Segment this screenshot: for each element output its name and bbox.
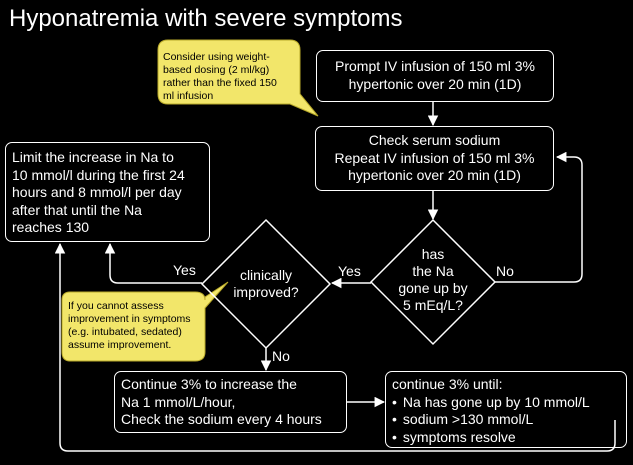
dosing-note-line: based dosing (2 ml/kg) <box>163 64 270 76</box>
dosing-note-line: ml infusion <box>163 90 214 102</box>
sodium-question-line: gone up by <box>398 280 468 296</box>
limit-increase-line: reaches 130 <box>12 219 90 235</box>
improved-question-line: improved? <box>233 284 299 300</box>
improved-question-line: clinically <box>239 267 293 283</box>
check-sodium-box: Check serum sodium Repeat IV infusion of… <box>315 126 554 191</box>
continue-increase-line: Check the sodium every 4 hours <box>121 411 322 427</box>
limit-increase-line: hours and 8 mmol/l per day <box>12 184 182 200</box>
assess-note-line: (e.g. intubated, sedated) <box>68 326 182 338</box>
limit-increase-line: 10 mmol/l during the first 24 <box>12 166 185 183</box>
limit-increase-line: Limit the increase in Na to <box>12 149 174 165</box>
assess-note-line: assume improvement. <box>68 339 172 351</box>
list-item: sodium >130 mmol/L <box>392 411 626 429</box>
sodium-question-line: the Na <box>412 263 454 279</box>
limit-increase-box: Limit the increase in Na to 10 mmol/l du… <box>5 142 210 242</box>
dosing-note-line: rather than the fixed 150 <box>163 77 277 89</box>
improved-no-label: No <box>272 348 290 364</box>
check-sodium-line: hypertonic over 20 min (1D) <box>348 167 521 183</box>
dosing-callout-bubble <box>157 39 319 117</box>
sodium-yes-label: Yes <box>338 263 361 279</box>
check-sodium-line: Check serum sodium <box>368 132 501 148</box>
arrow-improved-yes-to-limit <box>104 242 202 284</box>
page-title: Hyponatremia with severe symptoms <box>9 5 403 32</box>
improved-question-text: clinically improved? <box>222 267 310 301</box>
initial-infusion-line: hypertonic over 20 min (1D) <box>348 75 522 92</box>
sodium-question-line: has <box>421 246 445 262</box>
sodium-question-line: 5 mEq/L? <box>403 297 463 313</box>
assess-note-line: If you cannot assess <box>68 300 164 312</box>
assess-callout-bubble <box>61 281 229 362</box>
dosing-note-line: Consider using weight- <box>163 51 270 63</box>
continue-increase-line: Continue 3% to increase the <box>121 376 297 392</box>
sodium-no-label: No <box>496 263 514 279</box>
arrow-sodium-no-loop <box>495 151 583 283</box>
list-item: symptoms resolve <box>392 429 626 447</box>
dosing-note: Consider using weight- based dosing (2 m… <box>163 51 277 103</box>
continue-increase-line: Na 1 mmol/L/hour, <box>121 393 236 410</box>
initial-infusion-box: Prompt IV infusion of 150 ml 3% hyperton… <box>316 50 554 102</box>
sodium-question-text: has the Na gone up by 5 mEq/L? <box>393 246 473 314</box>
continue-increase-box: Continue 3% to increase the Na 1 mmol/L/… <box>114 371 347 433</box>
continue-until-heading: continue 3% until: <box>392 376 503 392</box>
arrow-until-to-limit <box>54 242 616 452</box>
assess-note: If you cannot assess improvement in symp… <box>68 300 191 352</box>
continue-until-box: continue 3% until: Na has gone up by 10 … <box>385 371 627 448</box>
limit-increase-line: after that until the Na <box>12 201 142 218</box>
initial-infusion-line: Prompt IV infusion of 150 ml 3% <box>335 58 535 74</box>
continue-until-list: Na has gone up by 10 mmol/L sodium >130 … <box>392 394 626 447</box>
assess-note-line: improvement in symptoms <box>68 313 191 325</box>
improved-yes-label: Yes <box>173 262 196 278</box>
check-sodium-line: Repeat IV infusion of 150 ml 3% <box>334 149 535 166</box>
list-item: Na has gone up by 10 mmol/L <box>392 394 626 412</box>
sodium-question-diamond <box>369 218 497 346</box>
